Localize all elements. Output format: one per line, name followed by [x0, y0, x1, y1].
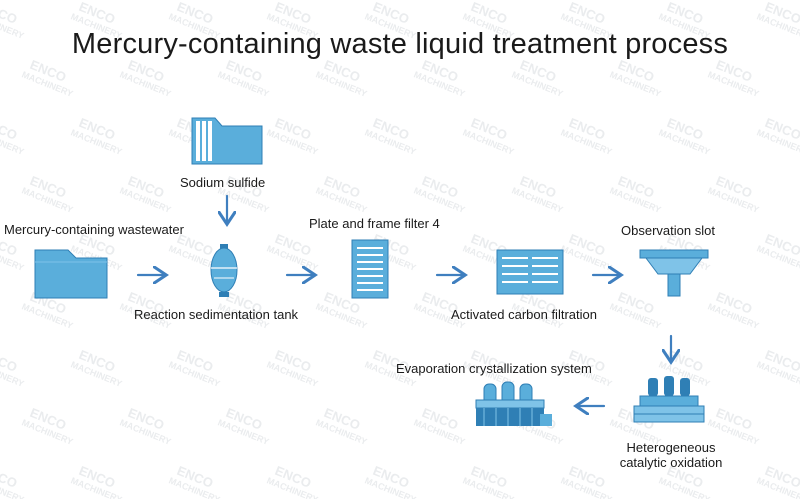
evaporation-system-icon: [475, 381, 552, 426]
label-catalytic-oxidation: Heterogeneous catalytic oxidation: [612, 440, 730, 470]
reaction-tank-icon: [210, 244, 238, 297]
label-catalytic-line-2: catalytic oxidation: [619, 455, 723, 470]
plate-frame-filter-icon: [351, 239, 389, 299]
sodium-sulfide-container-icon: [191, 117, 263, 165]
label-observation-slot: Observation slot: [621, 223, 715, 238]
wastewater-container-icon: [34, 249, 108, 299]
label-plate-filter: Plate and frame filter 4: [309, 216, 440, 231]
label-evaporation: Evaporation crystallization system: [396, 361, 592, 376]
diagram-title: Mercury-containing waste liquid treatmen…: [71, 28, 729, 60]
label-reaction-tank: Reaction sedimentation tank: [134, 307, 299, 322]
label-carbon-filtration: Activated carbon filtration: [451, 307, 597, 322]
observation-slot-icon: [639, 249, 709, 297]
carbon-filter-icon: [496, 249, 564, 295]
catalytic-oxidation-icon: [633, 376, 705, 423]
label-wastewater: Mercury-containing wastewater: [4, 222, 184, 237]
label-catalytic-line-1: Heterogeneous: [626, 440, 716, 455]
label-sodium-sulfide: Sodium sulfide: [180, 175, 266, 190]
